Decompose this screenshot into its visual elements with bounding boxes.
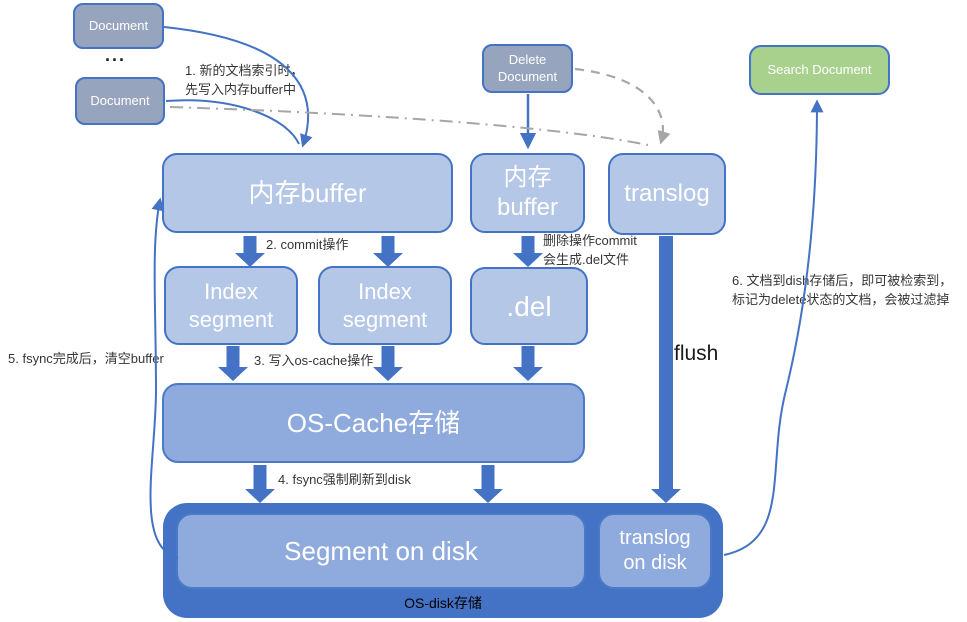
node-document-2: Document bbox=[75, 77, 165, 125]
annotation-step5: 5. fsync完成后，清空buffer bbox=[8, 351, 164, 366]
node-os-cache: OS-Cache存储 bbox=[162, 383, 585, 463]
annotation-step6: 6. 文档到dish存储后，即可被检索到， 标记为delete状态的文档，会被过… bbox=[732, 273, 953, 307]
arrow-disk-to-search bbox=[723, 99, 824, 556]
node-memory-buffer-main: 内存buffer bbox=[162, 153, 453, 233]
node-translog-on-disk: translog on disk bbox=[598, 513, 712, 589]
arrow-oscache-to-disk2 bbox=[473, 465, 503, 503]
arrow-translog-flush bbox=[651, 236, 681, 503]
annotation-step3: 3. 写入os-cache操作 bbox=[254, 353, 374, 368]
node-translog: translog bbox=[608, 153, 726, 235]
arrow-segment1-to-oscache bbox=[218, 346, 248, 381]
arrow-deletebuffer-to-del bbox=[513, 236, 543, 267]
node-delete-document: Delete Document bbox=[482, 44, 573, 93]
node-search-document: Search Document bbox=[749, 45, 890, 95]
os-disk-label: OS-disk存储 bbox=[404, 595, 482, 611]
arrow-buffer-to-segment2 bbox=[373, 236, 403, 267]
flush-label: flush bbox=[674, 342, 719, 365]
arrow-buffer-to-segment1 bbox=[235, 236, 265, 267]
node-document-1: Document bbox=[73, 3, 164, 49]
arrow-del-to-oscache bbox=[513, 346, 543, 381]
node-segment-on-disk: Segment on disk bbox=[176, 513, 586, 589]
arrow-oscache-to-disk1 bbox=[245, 465, 275, 503]
annotation-step1: 1. 新的文档索引时， 先写入内存buffer中 bbox=[185, 63, 304, 97]
arrow-document2-to-buffer bbox=[165, 99, 300, 145]
document-ellipsis: ... bbox=[105, 45, 127, 65]
annotation-delete-commit: 删除操作commit 会生成.del文件 bbox=[543, 233, 637, 267]
line-document-to-translog bbox=[169, 106, 649, 146]
node-index-segment-2: Index segment bbox=[318, 266, 452, 345]
arrow-disk-to-buffer bbox=[149, 197, 179, 559]
node-del-file: .del bbox=[470, 267, 588, 345]
arrow-segment2-to-oscache bbox=[373, 346, 403, 381]
node-index-segment-1: Index segment bbox=[164, 266, 298, 345]
annotation-step4: 4. fsync强制刷新到disk bbox=[278, 472, 411, 487]
annotation-step2: 2. commit操作 bbox=[266, 237, 349, 252]
line-delete-to-translog bbox=[574, 67, 671, 145]
node-memory-buffer-delete: 内存 buffer bbox=[470, 153, 585, 233]
